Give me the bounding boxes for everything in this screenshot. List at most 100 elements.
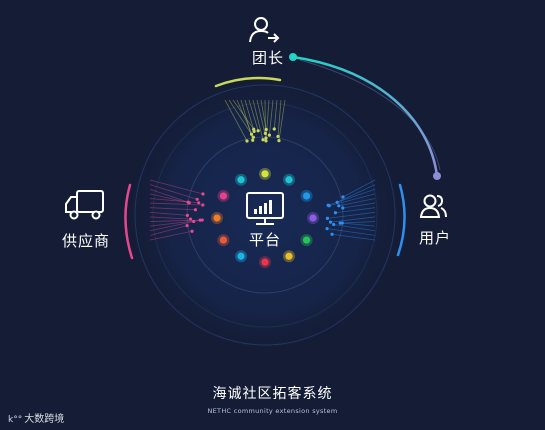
fiber-tip	[264, 139, 268, 143]
fiber-line	[244, 99, 255, 132]
watermark: k°°大数跨境	[8, 410, 64, 425]
fiber-line	[252, 99, 264, 140]
users-arc	[396, 183, 406, 257]
platform-dot	[219, 192, 228, 200]
fiber-line	[240, 99, 254, 141]
fiber-tip	[185, 213, 190, 217]
team-arc	[214, 76, 282, 88]
users-fiber-bundle	[325, 179, 376, 241]
glow-disc	[125, 75, 405, 355]
fiber-tip	[261, 138, 265, 142]
fiber-tip	[264, 127, 268, 132]
fiber-tip	[277, 138, 281, 143]
fiber-tip	[332, 222, 336, 227]
platform-dot	[309, 214, 317, 222]
fiber-line	[328, 188, 376, 206]
user-arrow-icon	[249, 17, 280, 43]
fiber-tip	[264, 136, 268, 140]
fiber-tip	[267, 133, 271, 137]
fiber-line	[335, 207, 376, 214]
middle-ring	[152, 102, 378, 328]
fiber-tip	[328, 220, 333, 224]
fiber-tip	[341, 195, 345, 199]
fiber-line	[342, 222, 376, 227]
fiber-line	[149, 216, 191, 220]
team-users-connector	[292, 55, 439, 177]
fiber-line	[330, 216, 376, 223]
fiber-line	[149, 188, 189, 203]
monitor-chart-icon	[246, 192, 284, 225]
fiber-tip	[201, 192, 205, 196]
system-title: 海诚社区拓客系统	[212, 386, 333, 402]
watermark-text: 大数跨境	[24, 414, 65, 425]
team-label: 团长	[252, 49, 285, 67]
fiber-tip	[337, 204, 341, 208]
fiber-line	[333, 224, 376, 232]
fiber-tip	[276, 134, 280, 139]
fiber-tip	[256, 129, 260, 133]
fiber-tip	[333, 211, 338, 215]
fiber-tip	[341, 206, 345, 210]
fiber-line	[268, 99, 274, 136]
outer-ring	[134, 84, 396, 346]
fiber-tip	[188, 217, 193, 221]
fiber-tip	[192, 219, 196, 224]
fiber-line	[232, 99, 255, 130]
fiber-tip	[325, 227, 329, 231]
fiber-tip	[193, 208, 198, 212]
fiber-tip	[327, 204, 331, 208]
fiber-line	[342, 202, 376, 209]
fiber-line	[149, 207, 196, 211]
fiber-line	[329, 193, 376, 207]
platform-dot	[237, 252, 245, 260]
fiber-line	[326, 228, 376, 236]
fiber-tip	[245, 139, 249, 143]
fiber-tip	[335, 200, 339, 204]
fiber-tip	[195, 197, 199, 201]
platform-dot	[213, 214, 221, 222]
fiber-line	[149, 198, 199, 204]
fiber-line	[342, 179, 376, 198]
truck-icon	[65, 190, 104, 220]
fiber-line	[149, 230, 193, 241]
platform-dot-ring	[211, 167, 319, 269]
platform-dot	[302, 236, 311, 244]
platform-dot	[237, 176, 245, 184]
fiber-tip	[187, 201, 191, 205]
platform-dot	[261, 170, 269, 178]
platform-label: 平台	[249, 231, 282, 249]
fiber-tip	[263, 131, 267, 135]
supplier-label: 供应商	[62, 232, 111, 250]
fiber-line	[228, 99, 252, 135]
fiber-tip	[200, 218, 204, 222]
fiber-line	[273, 99, 278, 130]
fiber-line	[149, 221, 194, 232]
fiber-tip	[197, 201, 201, 205]
fiber-line	[149, 179, 204, 195]
fiber-line	[340, 221, 376, 224]
platform-dot	[261, 258, 269, 266]
fiber-line	[149, 225, 188, 236]
fiber-tip	[249, 132, 254, 136]
platform-dot	[302, 192, 311, 200]
fiber-line	[149, 202, 203, 206]
fiber-line	[327, 211, 376, 219]
fiber-line	[278, 99, 286, 141]
watermark-logo: k°°	[8, 415, 23, 425]
fiber-line	[331, 233, 376, 241]
supplier-fiber-bundle	[149, 179, 205, 241]
fiber-tip	[272, 127, 276, 131]
fiber-tip	[330, 232, 334, 236]
fiber-tip	[340, 221, 344, 225]
fiber-line	[149, 219, 201, 222]
fiber-line	[236, 99, 254, 138]
fiber-tip	[325, 216, 330, 220]
team-users-connector-shadow	[299, 59, 441, 171]
fiber-tip	[185, 224, 189, 228]
connector-start-dot	[289, 53, 297, 61]
fiber-line	[224, 99, 248, 142]
fiber-line	[260, 99, 267, 130]
platform-dot	[285, 252, 293, 260]
platform-dot	[219, 236, 228, 244]
